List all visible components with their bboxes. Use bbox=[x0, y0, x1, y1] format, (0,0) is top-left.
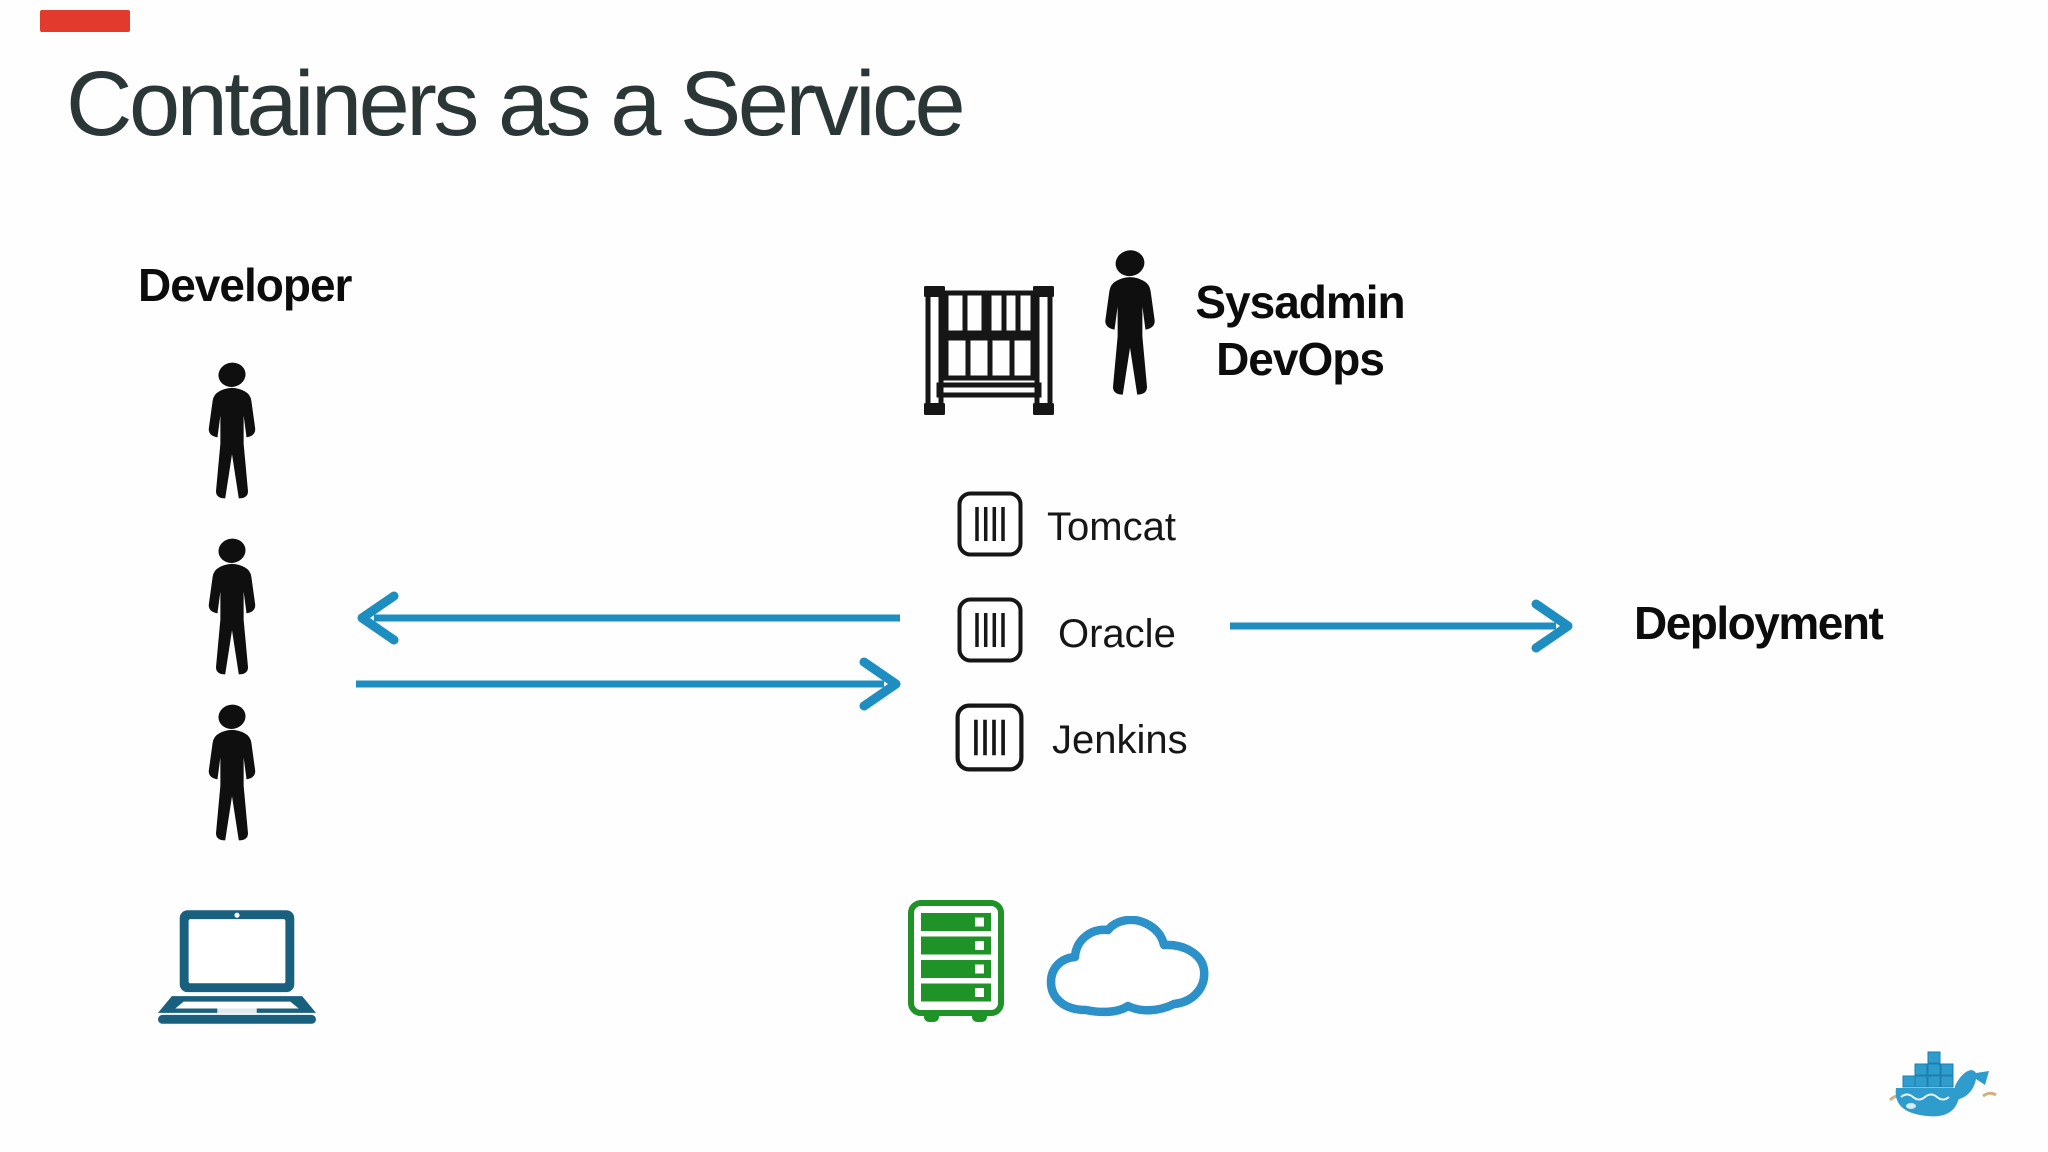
rack-shelf-icon bbox=[924, 286, 1054, 415]
arrow-containers-to-deployment bbox=[1230, 599, 1573, 653]
container-label-oracle: Oracle bbox=[1058, 612, 1176, 656]
sysadmin-person-icon bbox=[1105, 248, 1155, 395]
container-label-tomcat: Tomcat bbox=[1047, 505, 1176, 549]
server-icon bbox=[908, 900, 1004, 1022]
arrow-containers-to-developer bbox=[357, 591, 900, 645]
sysadmin-devops-label: Sysadmin DevOps bbox=[1190, 274, 1410, 388]
developer-label: Developer bbox=[138, 259, 352, 311]
container-icon-jenkins bbox=[955, 703, 1024, 772]
sysadmin-label-line1: Sysadmin bbox=[1195, 276, 1405, 328]
developer-person-icon bbox=[208, 536, 256, 675]
arrow-developer-to-containers bbox=[356, 657, 901, 711]
page-title: Containers as a Service bbox=[66, 53, 966, 155]
laptop-icon bbox=[158, 910, 316, 1024]
container-icon-oracle bbox=[957, 597, 1023, 663]
developer-person-icon bbox=[208, 360, 256, 499]
developer-person-icon bbox=[208, 702, 256, 841]
slide-accent-bar bbox=[40, 10, 130, 32]
container-label-jenkins: Jenkins bbox=[1052, 718, 1188, 762]
cloud-icon bbox=[1046, 916, 1209, 1017]
sysadmin-label-line2: DevOps bbox=[1216, 333, 1385, 385]
deployment-label: Deployment bbox=[1634, 597, 1884, 649]
docker-whale-icon bbox=[1888, 1051, 1997, 1117]
container-icon-tomcat bbox=[957, 491, 1023, 557]
